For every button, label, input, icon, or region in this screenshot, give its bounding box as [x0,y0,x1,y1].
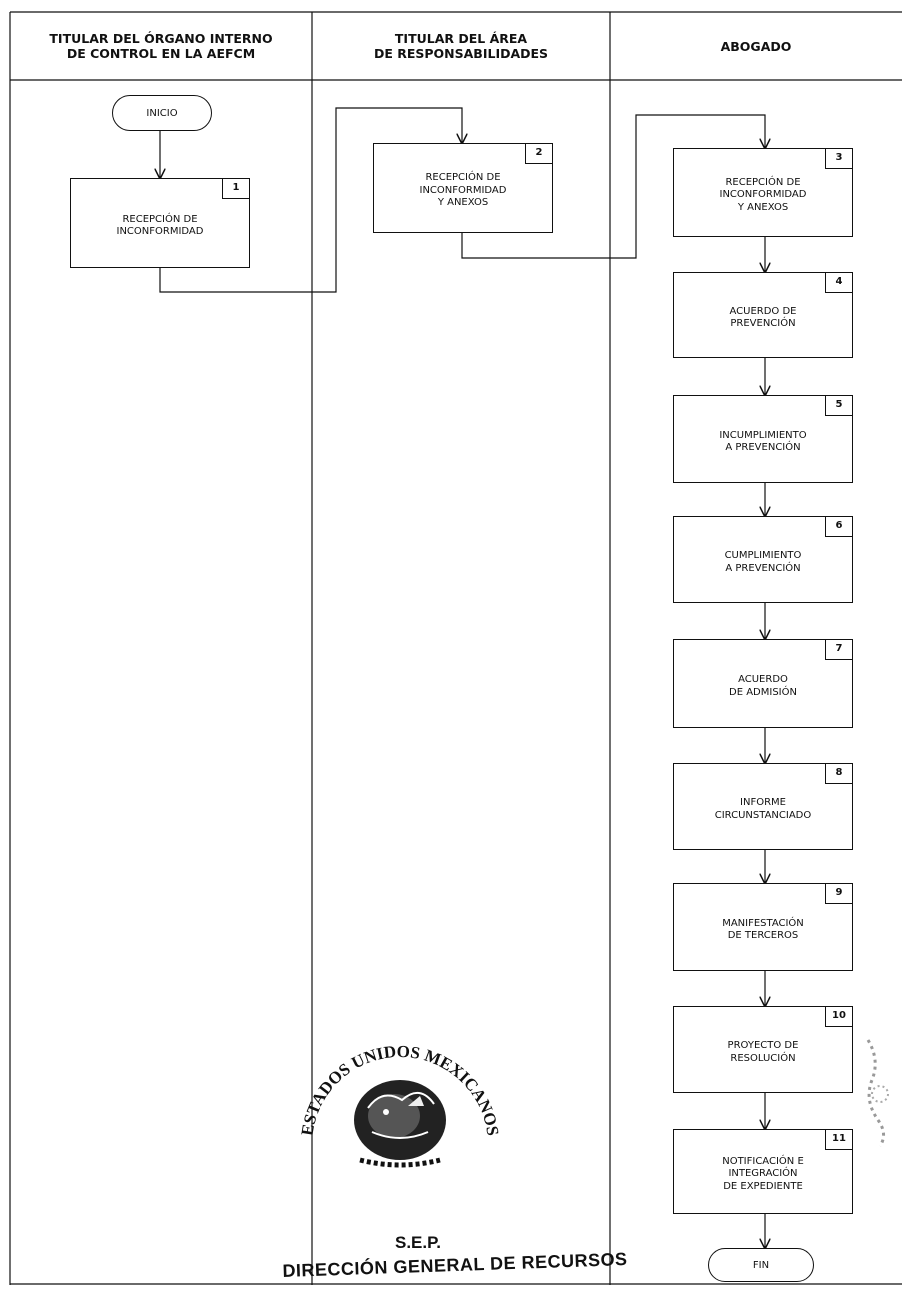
end-terminal: FIN [708,1248,814,1282]
step-number: 9 [825,883,853,904]
national-seal-stamp: ESTADOS UNIDOS MEXICANOS [297,1042,503,1168]
step-number: 10 [825,1006,853,1027]
step-number: 4 [825,272,853,293]
step-number: 7 [825,639,853,660]
start-label: INICIO [146,107,178,119]
partial-stamp [866,1039,889,1147]
step-number: 8 [825,763,853,784]
connectors [160,107,765,1248]
seal-abbrev: S.E.P. [395,1233,441,1252]
eagle-emblem-icon [354,1080,446,1168]
end-label: FIN [752,1259,770,1271]
step-number: 2 [525,143,553,164]
lane-header-abogado: ABOGADO [720,38,792,54]
step-number: 1 [222,178,250,199]
step-number: 11 [825,1129,853,1150]
start-terminal: INICIO [112,95,212,131]
step-number: 6 [825,516,853,537]
step-number: 5 [825,395,853,416]
step-number: 3 [825,148,853,169]
